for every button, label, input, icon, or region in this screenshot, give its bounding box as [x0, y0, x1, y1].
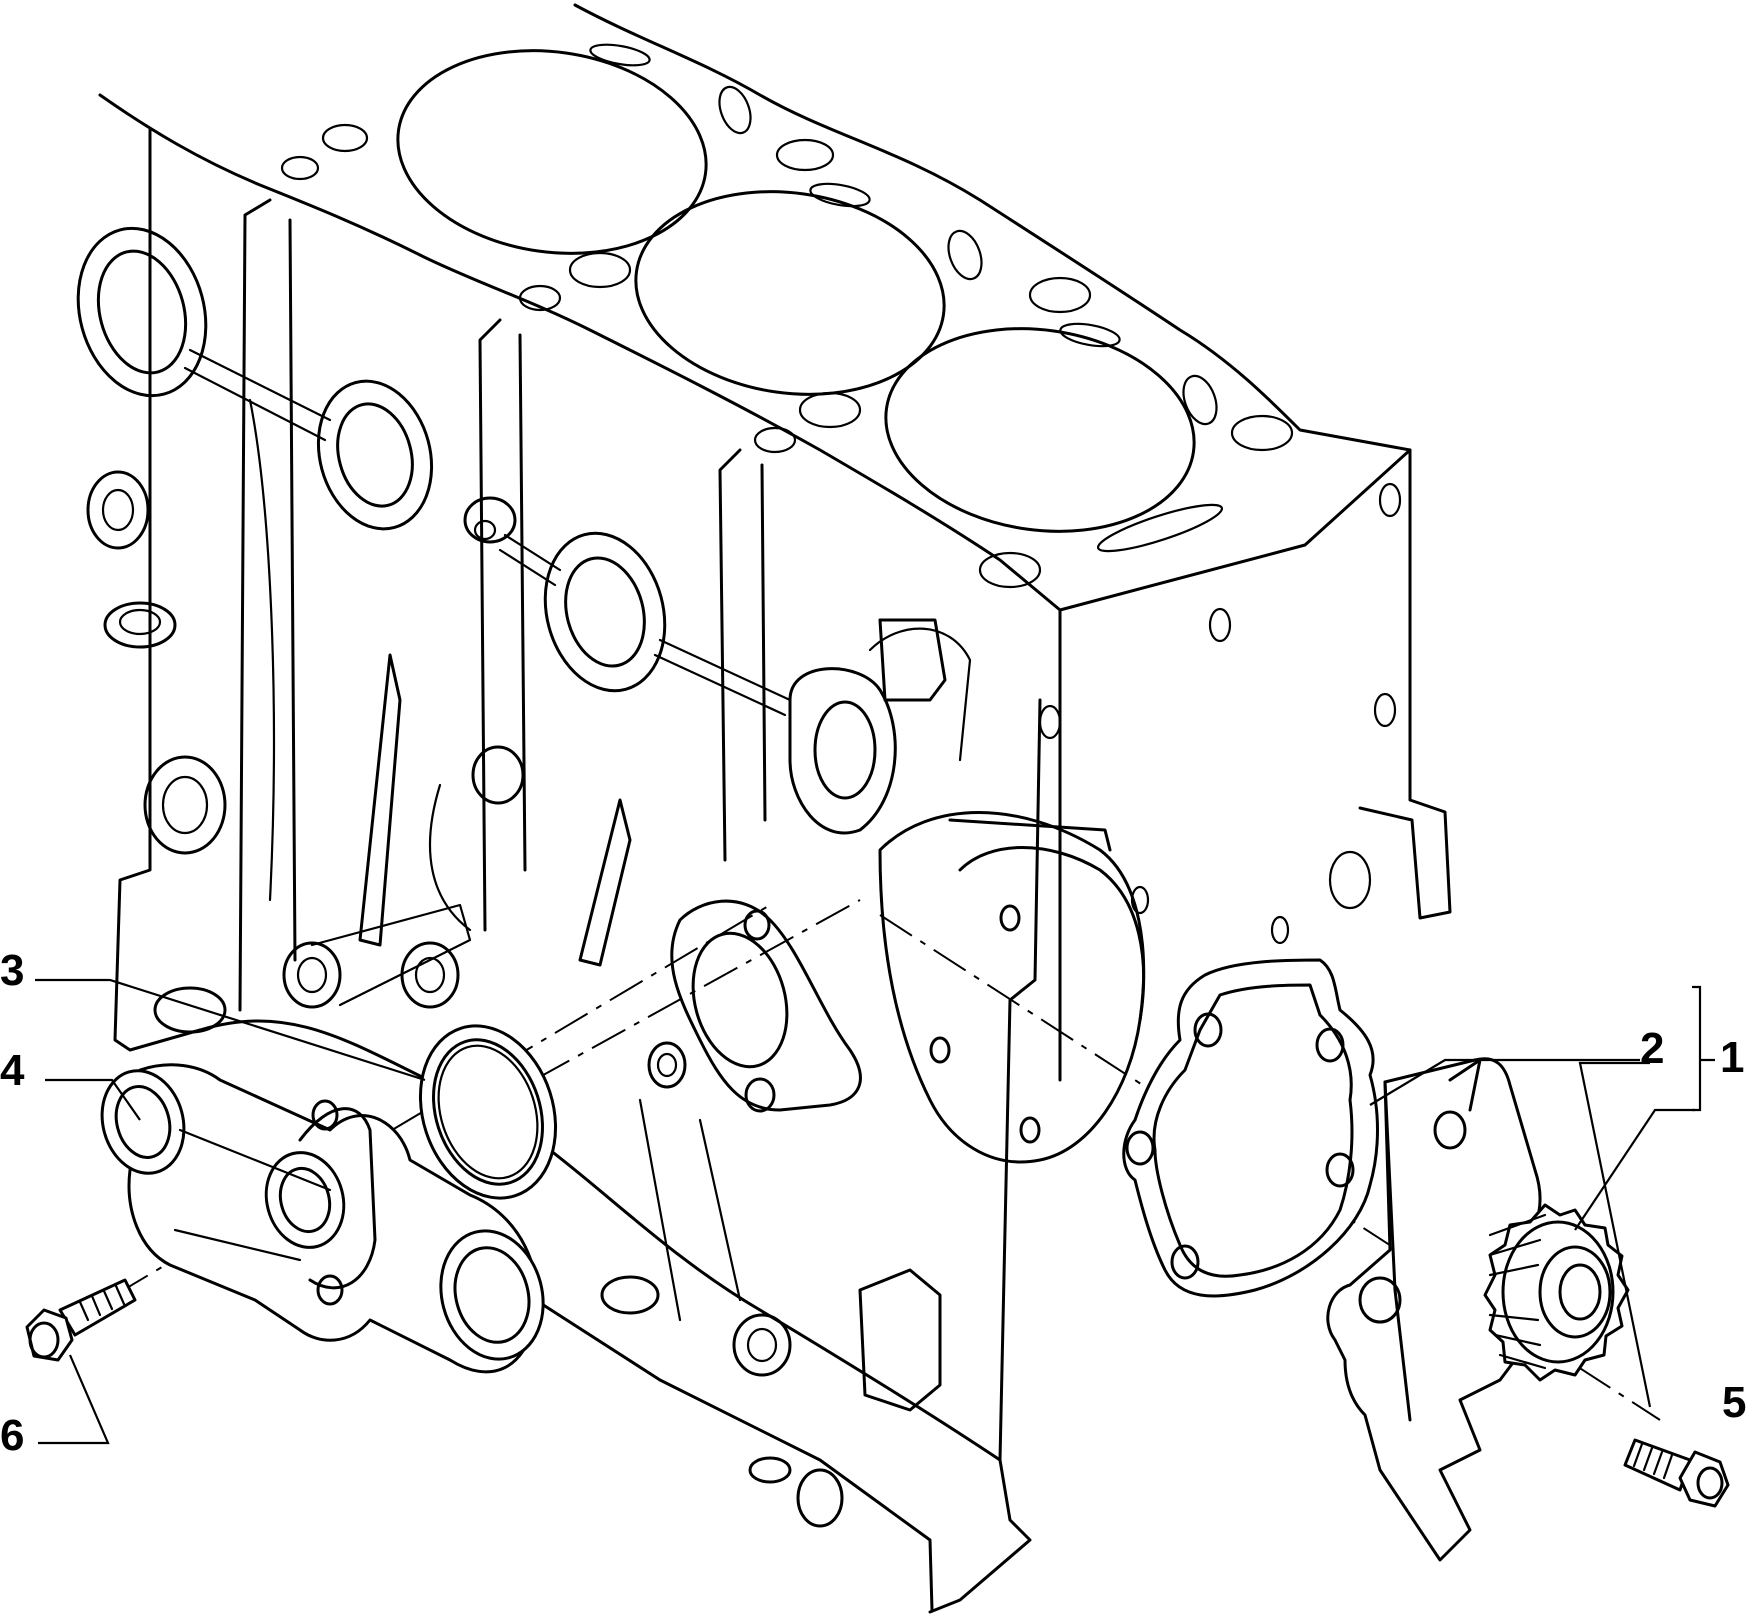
o-ring-seal [418, 1024, 558, 1200]
water-pump [1326, 1057, 1630, 1562]
callout-3: 3 [0, 946, 24, 995]
callout-5: 5 [1722, 1378, 1746, 1427]
water-pump-gasket [1122, 958, 1379, 1298]
leader-lines [35, 978, 1715, 1445]
pump-bolt [1623, 1438, 1730, 1508]
callout-6: 6 [0, 1411, 24, 1460]
thermostat-housing [100, 1063, 545, 1374]
callout-2: 2 [1640, 1024, 1664, 1073]
housing-bolt [25, 1278, 137, 1362]
callout-1: 1 [1720, 1033, 1744, 1082]
engine-block [76, 3, 1452, 1614]
callout-4: 4 [0, 1046, 25, 1095]
callout-labels: 3 4 6 2 1 5 [0, 946, 1746, 1460]
